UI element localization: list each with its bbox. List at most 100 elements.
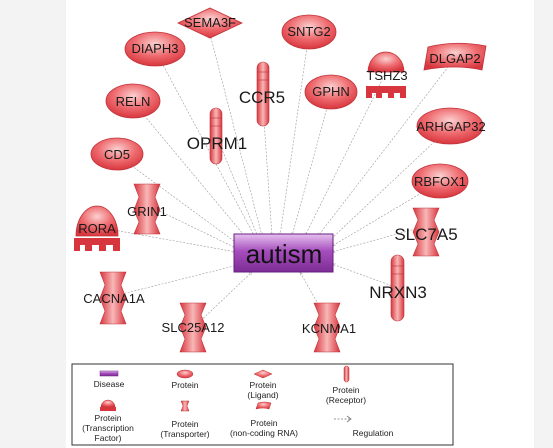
edge-arhgap32 bbox=[330, 126, 451, 240]
node-rora[interactable]: RORA bbox=[74, 205, 120, 251]
receptor-shape bbox=[256, 61, 270, 127]
legend-tf-sublabel-2: Factor) bbox=[95, 433, 122, 443]
node-label: SNTG2 bbox=[287, 24, 330, 39]
receptor-shape bbox=[390, 254, 405, 322]
node-label: ARHGAP32 bbox=[416, 119, 485, 134]
node-label: KCNMA1 bbox=[302, 321, 356, 336]
edge-slc7a5 bbox=[332, 225, 427, 252]
edge-oprm1 bbox=[215, 134, 258, 237]
legend-receptor-label: Protein bbox=[333, 385, 360, 395]
legend-disease-label: Disease bbox=[94, 379, 125, 389]
left-margin-band bbox=[0, 0, 66, 448]
node-oprm1[interactable]: OPRM1 bbox=[187, 107, 247, 165]
protein-ellipse-shape bbox=[281, 14, 337, 50]
node-tshz3[interactable]: TSHZ3 bbox=[366, 51, 408, 98]
legend-ncrna-sublabel: (non-coding RNA) bbox=[230, 428, 298, 438]
ligand-diamond-shape bbox=[177, 7, 243, 39]
transporter-shape bbox=[99, 271, 127, 325]
node-cd5[interactable]: CD5 bbox=[90, 137, 144, 171]
node-label: RORA bbox=[78, 221, 116, 236]
node-nrxn3[interactable]: NRXN3 bbox=[369, 254, 427, 322]
edge-cd5 bbox=[116, 154, 238, 244]
protein-ellipse-shape bbox=[416, 107, 484, 145]
protein-ellipse-shape bbox=[304, 74, 358, 110]
edge-grin1 bbox=[146, 204, 236, 249]
transcription-factor-base-shape bbox=[74, 238, 120, 251]
node-label: TSHZ3 bbox=[366, 68, 407, 83]
transporter-shape bbox=[179, 302, 207, 353]
node-label: CCR5 bbox=[239, 88, 285, 107]
transcription-factor-dome-shape bbox=[75, 205, 119, 237]
node-reln[interactable]: RELN bbox=[105, 83, 161, 119]
node-dlgap2[interactable]: DLGAP2 bbox=[423, 42, 487, 71]
node-ccr5[interactable]: CCR5 bbox=[239, 61, 285, 127]
legend-receptor-sublabel: (Receptor) bbox=[326, 395, 366, 405]
node-sntg2[interactable]: SNTG2 bbox=[281, 14, 337, 50]
node-label: RELN bbox=[116, 94, 151, 109]
legend-tf-base bbox=[100, 407, 116, 411]
edge-ccr5 bbox=[261, 91, 272, 236]
node-label: SEMA3F bbox=[184, 15, 236, 30]
edge-rora bbox=[96, 226, 236, 252]
protein-ellipse-shape bbox=[105, 83, 161, 119]
protein-ellipse-shape bbox=[124, 31, 186, 67]
protein-ellipse-shape bbox=[90, 137, 144, 171]
legend-ligand-sublabel: (Ligand) bbox=[247, 390, 278, 400]
transporter-shape bbox=[133, 183, 161, 235]
node-label: DLGAP2 bbox=[429, 51, 480, 66]
center-node-label: autism bbox=[246, 239, 323, 269]
ncrna-shape bbox=[423, 42, 487, 71]
node-label: RBFOX1 bbox=[414, 174, 466, 189]
legend-tf-label: Protein bbox=[95, 413, 122, 423]
legend-ligand-label: Protein bbox=[250, 380, 277, 390]
node-rbfox1[interactable]: RBFOX1 bbox=[411, 163, 469, 199]
node-label: CD5 bbox=[104, 147, 130, 162]
transporter-shape bbox=[412, 207, 440, 257]
edge-gphn bbox=[292, 92, 332, 236]
legend-protein-label: Protein bbox=[172, 380, 199, 390]
node-gphn[interactable]: GPHN bbox=[304, 74, 358, 110]
node-label: SLC7A5 bbox=[394, 225, 457, 244]
disease-rect-shape bbox=[233, 233, 334, 273]
edge-tshz3 bbox=[304, 71, 387, 236]
legend-disease-swatch bbox=[99, 370, 119, 377]
legend-ncrna-swatch bbox=[255, 401, 272, 410]
node-cacna1a[interactable]: CACNA1A bbox=[83, 271, 145, 325]
legend-transporter-sublabel: (Transporter) bbox=[160, 429, 209, 439]
right-margin-band bbox=[534, 0, 553, 448]
legend-receptor-swatch bbox=[343, 365, 350, 383]
legend-regulation-arrow bbox=[346, 415, 352, 423]
legend: Disease Protein Protein (Ligand) Protein… bbox=[71, 363, 454, 446]
edge-slc25a12 bbox=[192, 272, 252, 329]
node-label: GRIN1 bbox=[127, 204, 167, 219]
legend-protein-swatch bbox=[176, 369, 194, 379]
receptor-shape bbox=[209, 107, 223, 165]
node-kcnma1[interactable]: KCNMA1 bbox=[302, 302, 356, 353]
node-label: CACNA1A bbox=[83, 291, 145, 306]
node-label: DIAPH3 bbox=[132, 41, 179, 56]
legend-tf-sublabel: (Transcription bbox=[82, 423, 134, 433]
node-diaph3[interactable]: DIAPH3 bbox=[124, 31, 186, 67]
transporter-shape bbox=[313, 302, 341, 353]
transcription-factor-base-shape bbox=[366, 86, 406, 98]
legend-transporter-swatch bbox=[180, 400, 190, 412]
node-slc7a5[interactable]: SLC7A5 bbox=[394, 207, 458, 257]
node-label: GPHN bbox=[312, 84, 350, 99]
legend-ligand-swatch bbox=[253, 369, 273, 379]
edge-sntg2 bbox=[280, 32, 310, 236]
edge-dlgap2 bbox=[318, 57, 456, 236]
node-sema3f[interactable]: SEMA3F bbox=[177, 7, 243, 39]
legend-transporter-label: Protein bbox=[172, 419, 199, 429]
node-label: OPRM1 bbox=[187, 134, 247, 153]
node-label: NRXN3 bbox=[369, 283, 427, 302]
edge-reln bbox=[132, 101, 248, 240]
legend-tf-swatch bbox=[100, 399, 116, 408]
node-label: SLC25A12 bbox=[162, 320, 225, 335]
node-arhgap32[interactable]: ARHGAP32 bbox=[416, 107, 486, 145]
node-autism[interactable]: autism bbox=[233, 233, 334, 273]
node-slc25a12[interactable]: SLC25A12 bbox=[162, 302, 225, 353]
transcription-factor-dome-shape bbox=[367, 51, 405, 73]
edge-kcnma1 bbox=[299, 272, 328, 321]
node-grin1[interactable]: GRIN1 bbox=[127, 183, 167, 235]
